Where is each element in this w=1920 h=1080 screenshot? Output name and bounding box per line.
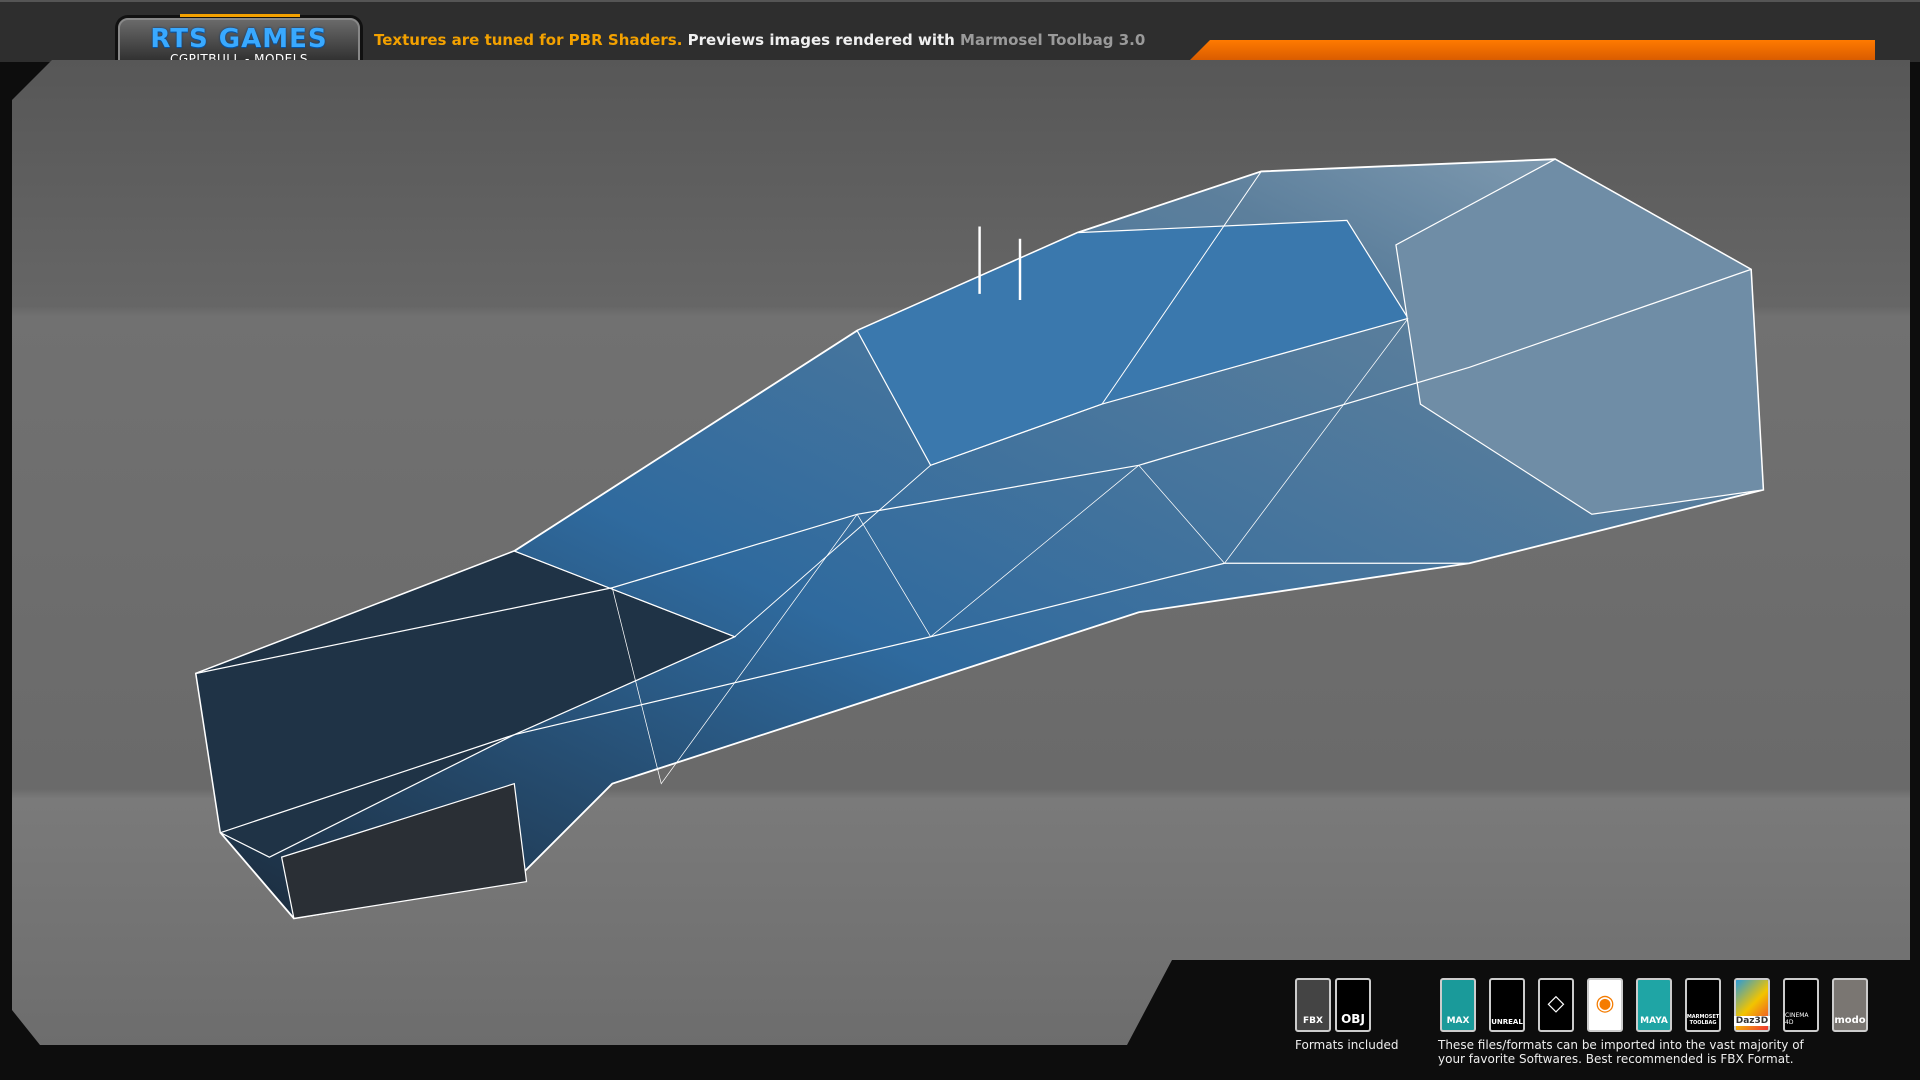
tagline: Textures are tuned for PBR Shaders. Prev… [374, 31, 1145, 49]
logo-title: RTS GAMES [150, 24, 328, 54]
cinema4d-label: CINEMA 4D [1785, 1012, 1809, 1026]
maya-icon: MAYA [1636, 978, 1672, 1032]
cinema4d-icon: CINEMA 4D [1783, 978, 1819, 1032]
daz3d-icon: Daz3D [1733, 978, 1771, 1032]
max-label: MAX [1446, 1016, 1470, 1026]
obj-file-icon: OBJ [1335, 978, 1371, 1032]
modo-icon: modo [1832, 978, 1868, 1032]
unreal-label: UNREAL [1491, 1018, 1523, 1026]
fbx-file-icon: FBX [1295, 978, 1331, 1032]
tagline-marmoset: Marmosel Toolbag 3.0 [960, 31, 1146, 49]
unity-icon: ◇ [1538, 978, 1574, 1032]
daz-label: Daz3D [1733, 1016, 1771, 1026]
formats-caption: Formats included [1295, 1038, 1399, 1052]
software-caption: These files/formats can be imported into… [1438, 1038, 1804, 1066]
software-caption-line1: These files/formats can be imported into… [1438, 1038, 1804, 1052]
modo-label: modo [1834, 1015, 1866, 1026]
maya-label: MAYA [1640, 1016, 1668, 1026]
logo-accent [180, 14, 300, 17]
ship-hull [194, 158, 1765, 920]
marmoset-toolbag-icon: MARMOSET TOOLBAG [1685, 978, 1721, 1032]
fbx-label: FBX [1303, 1016, 1323, 1026]
tagline-pbr: Textures are tuned for PBR Shaders. [374, 31, 683, 49]
marmoset-label: MARMOSET TOOLBAG [1686, 1014, 1720, 1026]
software-caption-line2: your favorite Softwares. Best recommende… [1438, 1052, 1794, 1066]
tagline-preview: Previews images rendered with [682, 31, 961, 49]
unreal-engine-icon: UNREAL [1489, 978, 1525, 1032]
orange-accent-bar [1190, 40, 1875, 60]
blender-icon: ◉ [1587, 978, 1623, 1032]
obj-label: OBJ [1341, 1012, 1365, 1026]
3ds-max-icon: MAX [1440, 978, 1476, 1032]
